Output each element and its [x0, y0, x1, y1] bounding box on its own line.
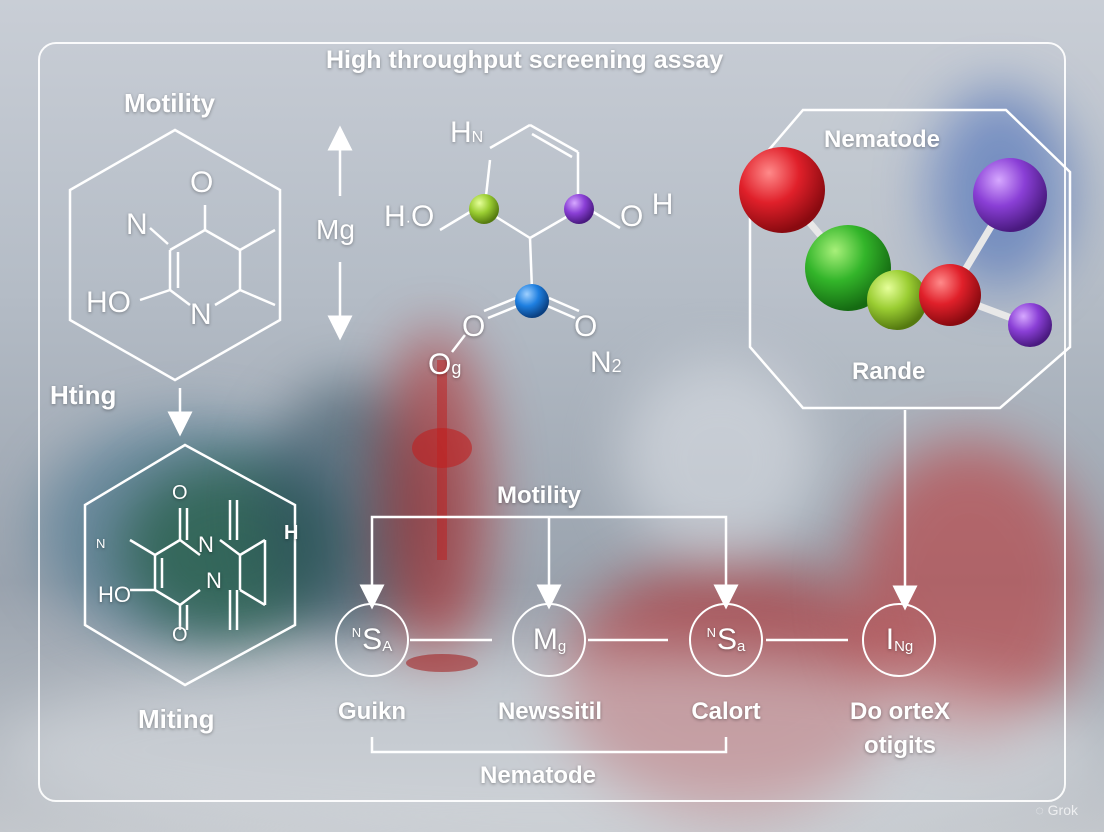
flow-bottom-label: Nematode [480, 762, 597, 789]
atom-label: Og [428, 348, 462, 381]
diagram-frame [38, 42, 1066, 802]
flow-node-1-caption: Guikn [337, 698, 406, 725]
flow-node-4-caption-line2: otigits [864, 732, 936, 759]
atom-label: O [190, 166, 214, 199]
molecule-structure-1 [68, 128, 282, 382]
atom-label: HO [86, 286, 131, 319]
flow-node-2-caption: Newssitil [497, 698, 603, 725]
blue-atom [515, 284, 549, 318]
atom-label: O [462, 310, 486, 343]
purple-atom [564, 194, 594, 224]
lime-atom [469, 194, 499, 224]
octagon-bottom-label: Rande [852, 358, 926, 385]
atom-label: N [198, 532, 214, 557]
left-side-label: Hting [50, 380, 117, 410]
atom-label: N [190, 298, 212, 331]
ball-and-stick-molecule [739, 147, 1052, 347]
atom-label: H·O [384, 200, 435, 233]
atom-label: N [126, 208, 148, 241]
atom-label: N [206, 568, 222, 593]
atom-label: O H [620, 188, 674, 233]
atom-label: O [172, 624, 188, 646]
atom-label: HN [450, 116, 484, 149]
flow-top-label: Motility [497, 482, 581, 509]
flow-connectors [370, 515, 848, 754]
mg-label: Mg [316, 214, 355, 245]
watermark: ◌ Grok [1035, 802, 1078, 818]
flow-node-3-caption: Calort [691, 698, 761, 725]
molecule-structure-2 [83, 443, 297, 687]
atom-label: N2 [590, 346, 622, 379]
octagon-top-label: Nematode [824, 126, 941, 153]
atom-label: O [574, 310, 598, 343]
left-top-label: Motility [124, 88, 215, 118]
left-bottom-label: Miting [138, 704, 215, 734]
atom-label: H [284, 522, 299, 544]
atom-label: O [172, 482, 188, 504]
atom-label: N [96, 536, 106, 551]
flow-node-4-caption: Do orteX [849, 698, 950, 725]
diagram-title: High throughput screening assay [326, 46, 724, 74]
atom-label: HO [98, 582, 131, 607]
